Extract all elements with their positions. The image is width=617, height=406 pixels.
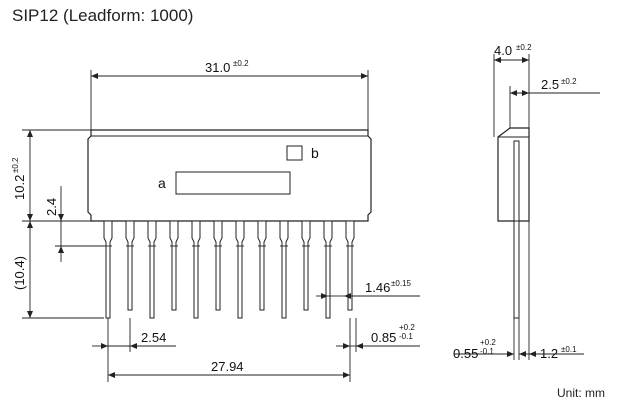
marking-area-a (175, 171, 291, 195)
dim-side-lead-thickness-value: 0.55 (453, 346, 478, 361)
diagram-title: SIP12 (Leadform: 1000) (12, 6, 194, 25)
dim-lead-width-tip-tol-minus: -0.1 (399, 332, 413, 341)
side-lead-tail (513, 220, 520, 319)
lead-10 (301, 220, 311, 311)
dim-lead-span-value: 27.94 (211, 359, 244, 374)
lead-3 (147, 220, 157, 319)
lead-2 (125, 220, 135, 311)
dim-lead-width-top-value: 1.46 (365, 280, 390, 295)
dim-pitch-value: 2.54 (141, 330, 166, 345)
dim-lead-width-tip-value: 0.85 (371, 330, 396, 345)
lead-8 (257, 220, 267, 311)
lead-7 (235, 220, 245, 319)
dim-side-thickness-value: 4.0 (494, 43, 512, 58)
lead-9 (279, 220, 289, 319)
side-lead (513, 140, 520, 222)
lead-1 (103, 220, 113, 319)
dim-side-body-value: 2.5 (541, 77, 559, 92)
dim-lead-length-value: (10.4) (12, 256, 27, 290)
dim-side-lead-offset-tol: ±0.1 (561, 345, 577, 354)
dim-lead-offset-value: 2.4 (44, 198, 59, 216)
marker-b: b (311, 145, 319, 161)
lead-6 (213, 220, 223, 311)
dim-body-height-tol: ±0.2 (11, 157, 20, 173)
dim-side-lead-thickness-tol-plus: +0.2 (480, 338, 496, 347)
dim-lead-width-top-tol: ±0.15 (391, 279, 412, 288)
dim-body-height-value: 10.2 (12, 175, 27, 200)
dim-overall-length-tol: ±0.2 (233, 59, 249, 68)
marking-box-b (286, 145, 303, 161)
dim-side-body-tol: ±0.2 (561, 77, 577, 86)
lead-5 (191, 220, 201, 319)
dim-lead-width-tip-tol-plus: +0.2 (399, 323, 415, 332)
lead-4 (169, 220, 179, 311)
dim-side-lead-thickness-tol-minus: -0.1 (480, 347, 494, 356)
lead-11 (323, 220, 333, 319)
dim-side-thickness-tol: ±0.2 (516, 43, 532, 52)
unit-label: Unit: mm (557, 386, 605, 400)
lead-12 (345, 220, 355, 311)
leads (103, 220, 355, 319)
dim-side-lead-offset-value: 1.2 (540, 346, 558, 361)
marker-a: a (158, 175, 166, 191)
dim-overall-length-value: 31.0 (205, 60, 230, 75)
